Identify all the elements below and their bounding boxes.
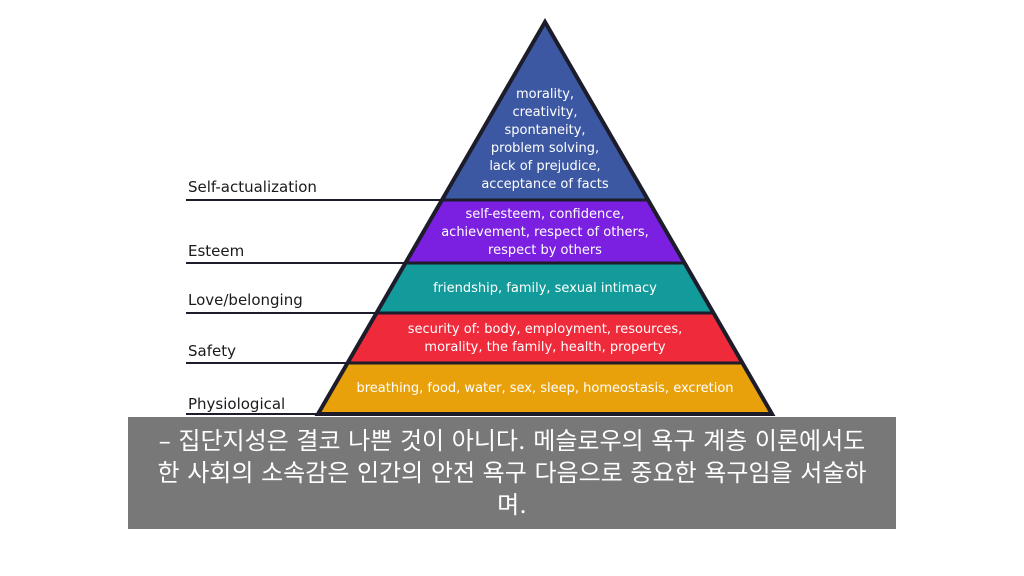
level-connector-lines — [186, 199, 442, 415]
tier-needs-love-belonging: friendship, family, sexual intimacy — [433, 281, 657, 296]
tier-needs-self-actualization: morality, creativity, spontaneity, probl… — [481, 87, 609, 192]
tier-needs-physiological: breathing, food, water, sex, sleep, home… — [356, 381, 734, 396]
level-label-physiological: Physiological — [188, 395, 286, 413]
level-label-love-belonging: Love/belonging — [188, 291, 303, 309]
tier-needs-safety: security of: body, employment, resources… — [407, 322, 683, 355]
level-label-self-actualization: Self-actualization — [188, 178, 317, 196]
level-label-esteem: Esteem — [188, 242, 245, 260]
caption-box: – 집단지성은 결코 나쁜 것이 아니다. 메슬로우의 욕구 계층 이론에서도 … — [128, 417, 896, 529]
level-label-safety: Safety — [188, 342, 236, 360]
pyramid-outline — [314, 18, 776, 416]
caption-text: – 집단지성은 결코 나쁜 것이 아니다. 메슬로우의 욕구 계층 이론에서도 … — [157, 427, 867, 519]
tier-needs-esteem: self-esteem, confidence, achievement, re… — [441, 207, 649, 258]
